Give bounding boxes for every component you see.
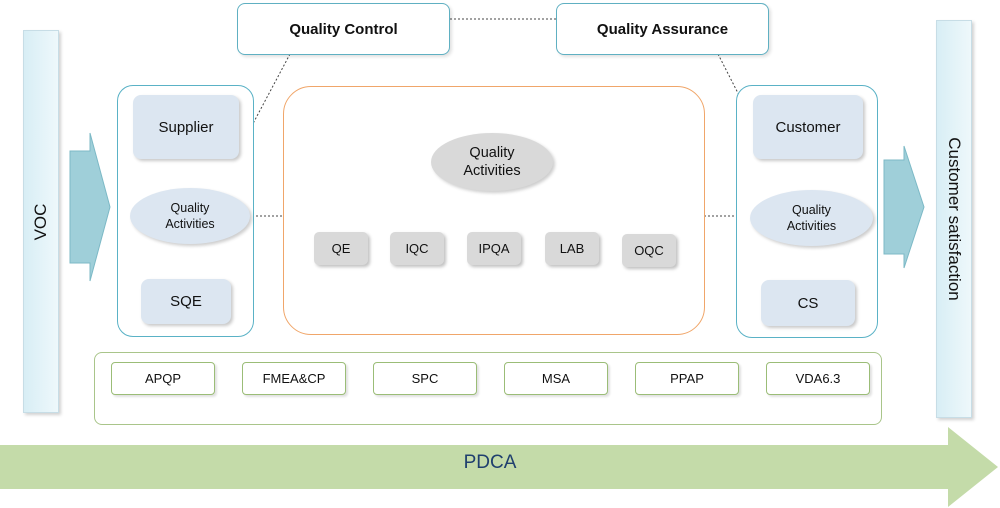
tool-msa: MSA <box>504 362 608 395</box>
central-activities-line1: Quality <box>469 145 515 161</box>
supplier-activities-line1: Quality <box>170 201 210 215</box>
satisfaction-arrow <box>883 145 925 269</box>
tool-fmea-cp: FMEA&CP <box>242 362 346 395</box>
customer-satisfaction-label: Customer satisfaction <box>945 137 964 301</box>
tool-vda63: VDA6.3 <box>766 362 870 395</box>
tool-ppap: PPAP <box>635 362 739 395</box>
pdca-arrow-shape <box>0 427 998 507</box>
dept-oqc: OQC <box>622 234 676 267</box>
voc-bar: VOC <box>23 30 59 413</box>
tool-apqp: APQP <box>111 362 215 395</box>
cs-box: CS <box>761 280 855 326</box>
quality-activities-panel <box>283 86 705 335</box>
customer-box: Customer <box>753 95 863 159</box>
dept-qe: QE <box>314 232 368 265</box>
tools-panel <box>94 352 882 425</box>
tool-spc: SPC <box>373 362 477 395</box>
dept-lab: LAB <box>545 232 599 265</box>
quality-control-box: Quality Control <box>237 3 450 55</box>
customer-activities-line1: Quality <box>792 203 831 217</box>
sqe-box: SQE <box>141 279 231 324</box>
voc-label: VOC <box>31 203 50 240</box>
customer-satisfaction-bar: Customer satisfaction <box>936 20 972 418</box>
dept-iqc: IQC <box>390 232 444 265</box>
central-activities-line2: Activities <box>463 163 521 179</box>
customer-activities-line2: Activities <box>786 219 837 233</box>
quality-assurance-box: Quality Assurance <box>556 3 769 55</box>
pdca-label: PDCA <box>463 452 517 473</box>
supplier-activities-line2: Activities <box>165 217 215 231</box>
voc-arrow <box>69 132 111 282</box>
dept-ipqa: IPQA <box>467 232 521 265</box>
supplier-box: Supplier <box>133 95 239 159</box>
